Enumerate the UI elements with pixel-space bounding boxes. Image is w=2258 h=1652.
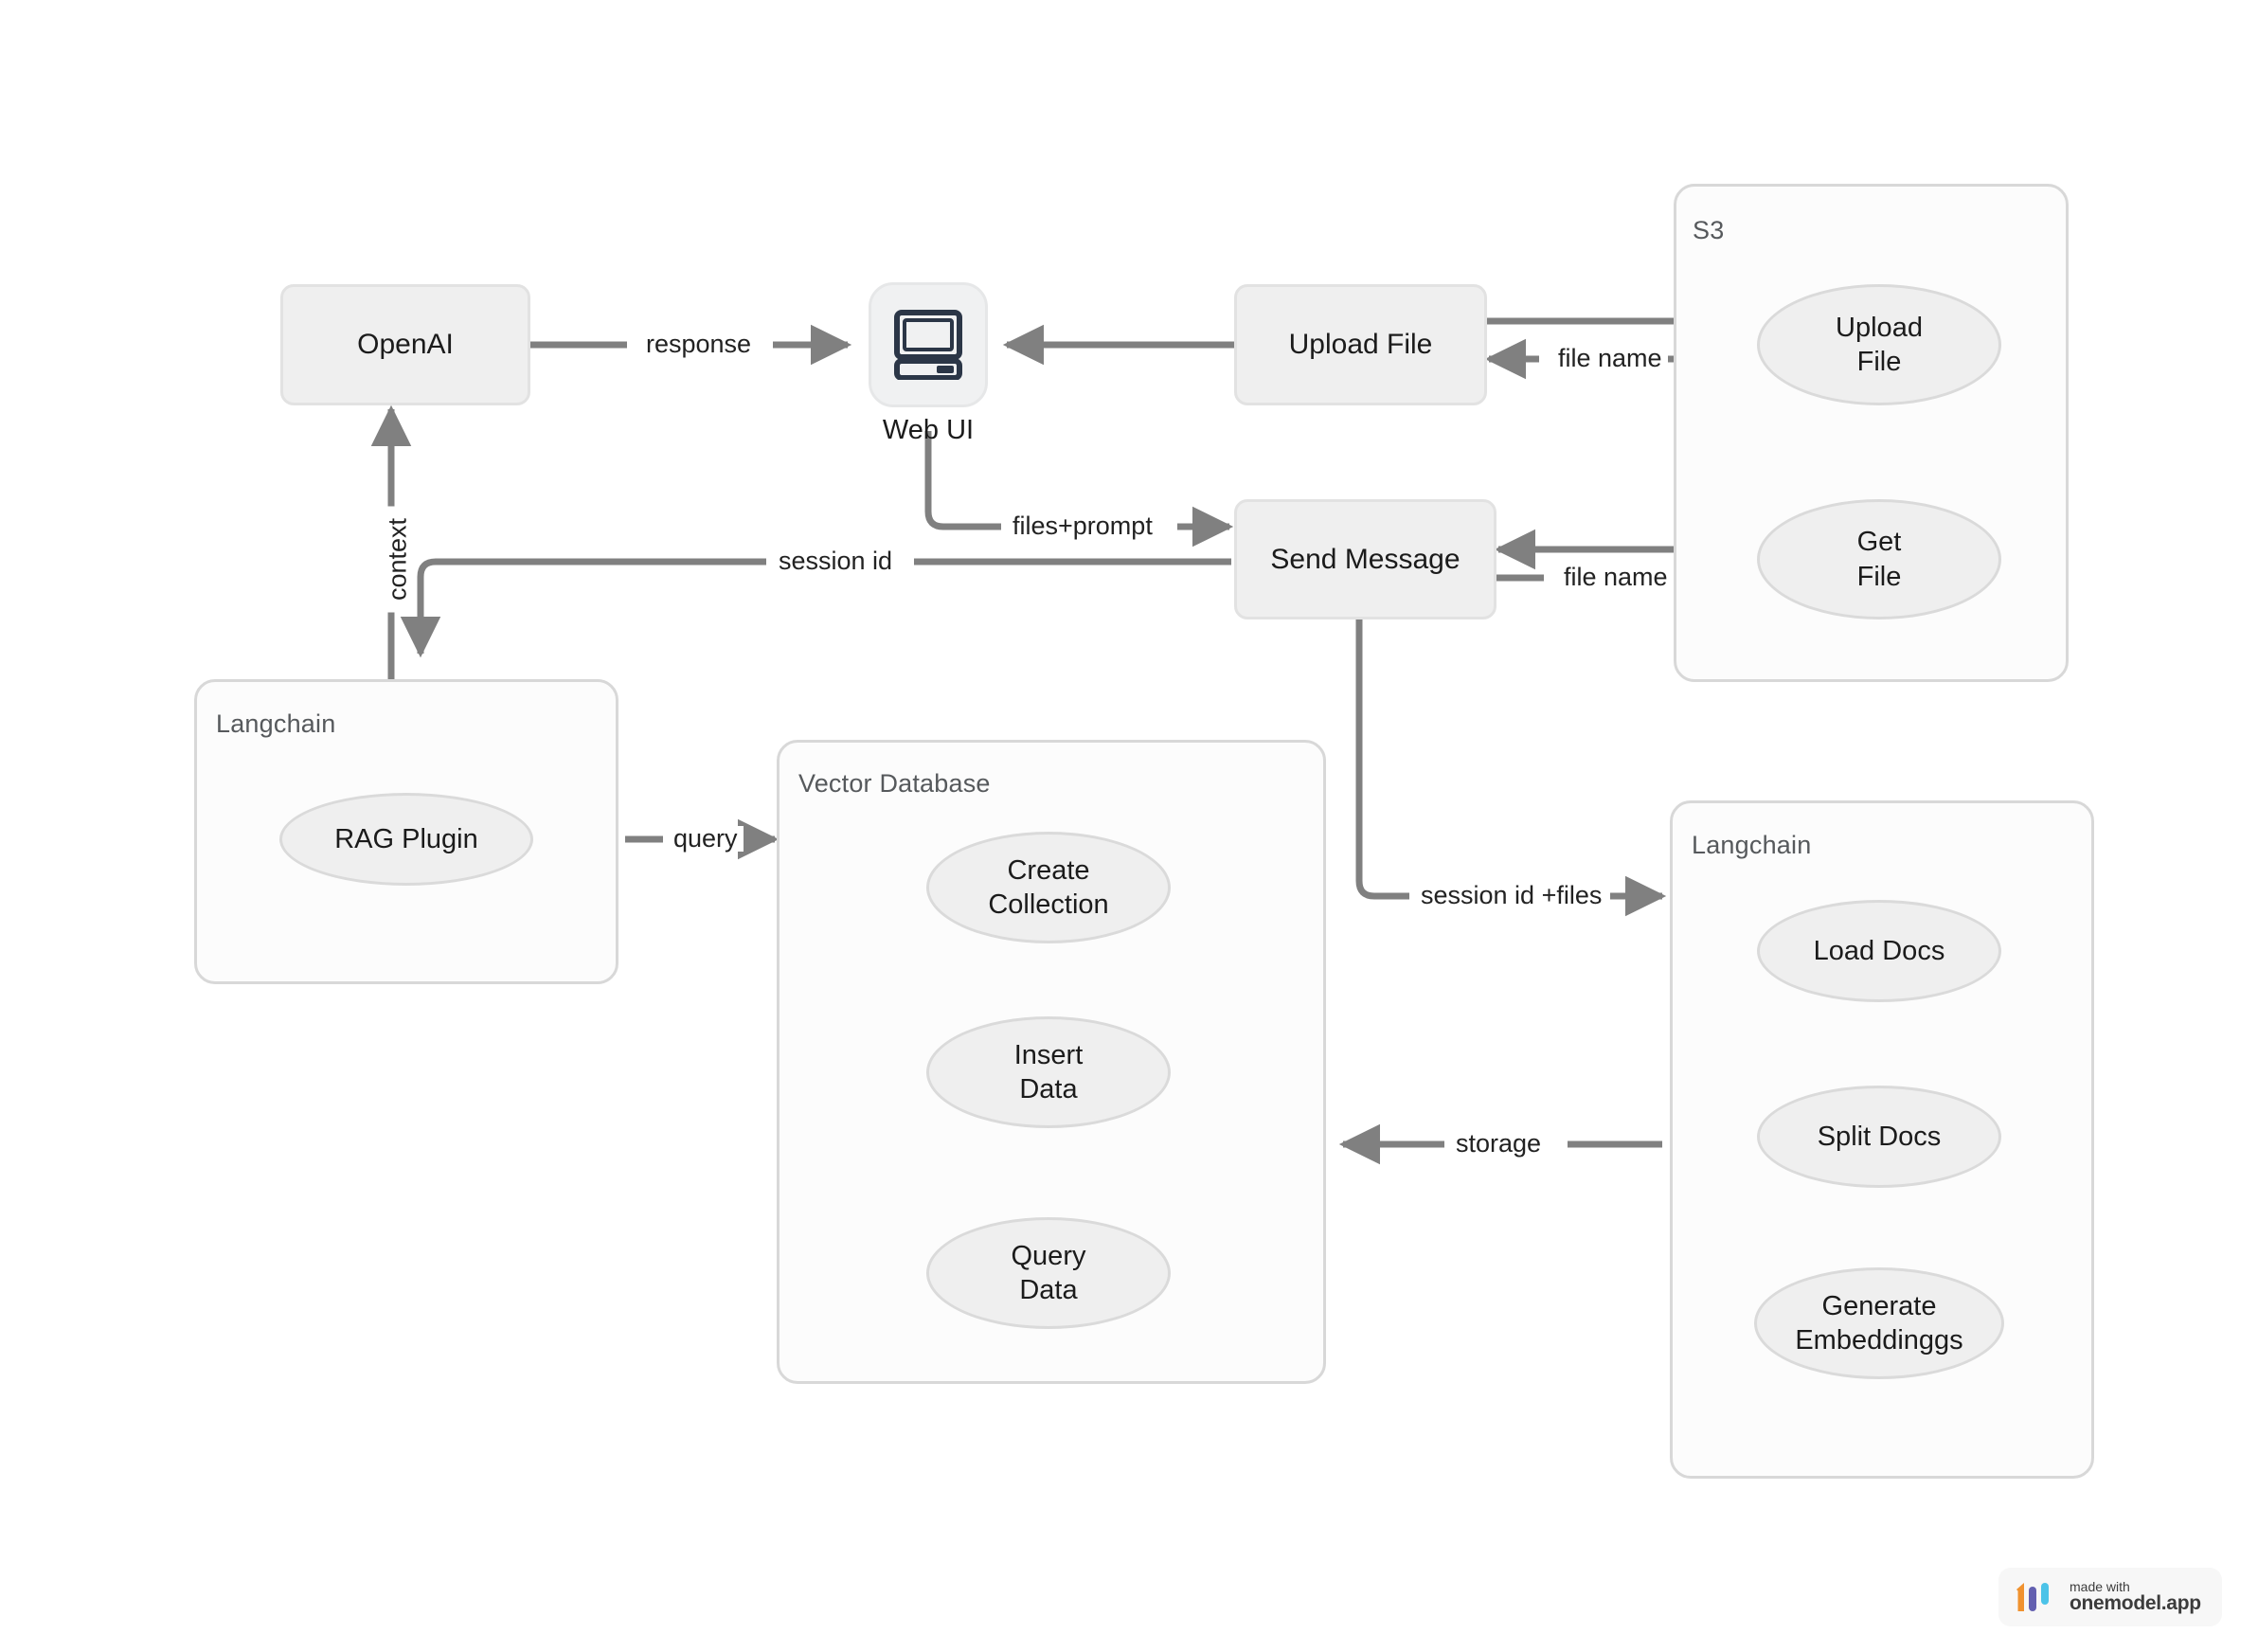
- group-langchain-right-title: Langchain: [1692, 831, 1812, 859]
- onemodel-logo-icon: [2014, 1581, 2057, 1613]
- node-send-message-label: Send Message: [1270, 543, 1461, 575]
- group-vector-database-title: Vector Database: [798, 769, 991, 798]
- edge-label-storage: storage: [1450, 1131, 1548, 1157]
- node-s3-get-file-label: Get File: [1856, 527, 1902, 592]
- node-create-collection-label: Create Collection: [988, 854, 1109, 920]
- edge-label-file-name-upload: file name: [1552, 346, 1668, 371]
- edge-label-file-name-get: file name: [1558, 565, 1674, 590]
- watermark-onemodel[interactable]: made with onemodel.app: [1998, 1568, 2222, 1626]
- node-split-docs[interactable]: Split Docs: [1757, 1086, 2001, 1188]
- node-load-docs[interactable]: Load Docs: [1757, 900, 2001, 1002]
- edge-label-session-id-files: session id +files: [1415, 883, 1608, 908]
- node-insert-data-label: Insert Data: [1013, 1039, 1084, 1104]
- node-query-data[interactable]: Query Data: [926, 1217, 1171, 1329]
- node-rag-plugin-label: RAG Plugin: [334, 823, 478, 854]
- node-create-collection[interactable]: Create Collection: [926, 832, 1171, 943]
- group-langchain-left-title: Langchain: [216, 709, 336, 738]
- node-s3-upload-file[interactable]: Upload File: [1757, 284, 2001, 405]
- node-openai[interactable]: OpenAI: [280, 284, 530, 405]
- desktop-computer-icon: [894, 310, 962, 380]
- edge-sessionid-b: [400, 558, 766, 658]
- watermark-made-with: made with: [2070, 1578, 2130, 1594]
- node-s3-upload-file-label: Upload File: [1836, 312, 1923, 377]
- node-rag-plugin[interactable]: RAG Plugin: [279, 793, 533, 886]
- node-generate-embeddings-label: Generate Embeddinggs: [1795, 1290, 1963, 1356]
- edge-label-query: query: [668, 826, 744, 852]
- node-s3-get-file[interactable]: Get File: [1757, 499, 2001, 620]
- node-web-ui-label: Web UI: [882, 415, 975, 445]
- edge-label-files-prompt: files+prompt: [1007, 513, 1158, 539]
- edge-label-session-id: session id: [773, 548, 899, 574]
- edge-sessionfiles-a: [1355, 619, 1409, 900]
- edge-label-context: context: [384, 506, 412, 613]
- node-openai-label: OpenAI: [357, 329, 454, 360]
- node-upload-file-action-label: Upload File: [1288, 329, 1433, 360]
- node-split-docs-label: Split Docs: [1817, 1121, 1942, 1152]
- node-upload-file-action[interactable]: Upload File: [1234, 284, 1487, 405]
- edge-label-response: response: [640, 332, 758, 357]
- node-insert-data[interactable]: Insert Data: [926, 1016, 1171, 1128]
- group-s3-title: S3: [1693, 216, 1725, 244]
- node-query-data-label: Query Data: [1011, 1240, 1086, 1305]
- node-generate-embeddings[interactable]: Generate Embeddinggs: [1754, 1267, 2004, 1379]
- node-load-docs-label: Load Docs: [1813, 935, 1945, 966]
- node-web-ui[interactable]: [869, 282, 988, 407]
- watermark-text: made with onemodel.app: [2070, 1578, 2201, 1615]
- watermark-brand: onemodel.app: [2070, 1592, 2201, 1615]
- node-send-message[interactable]: Send Message: [1234, 499, 1496, 620]
